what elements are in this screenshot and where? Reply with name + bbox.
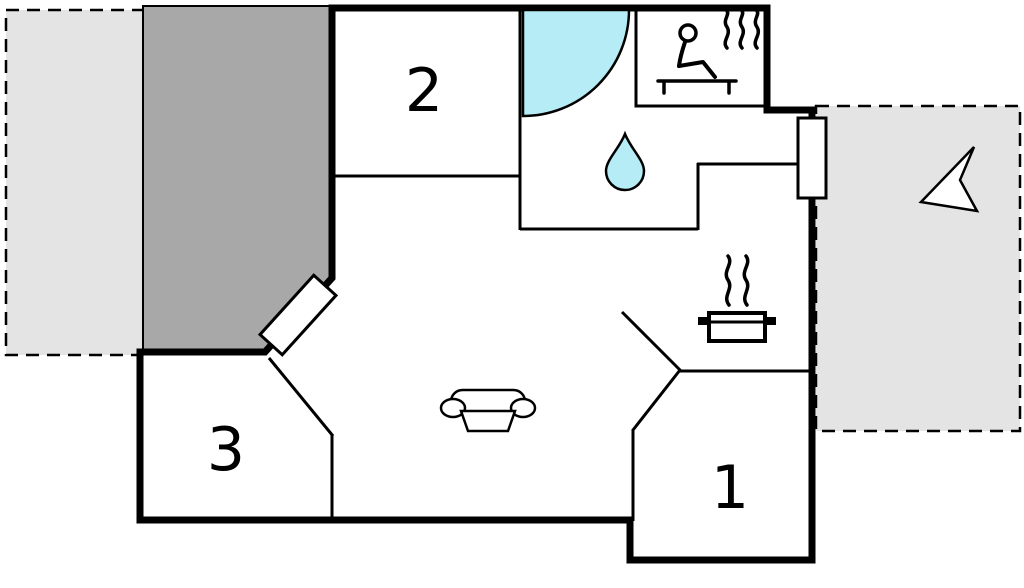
wall-room1-diagonal [631, 369, 682, 431]
pot-handle-left [698, 317, 709, 325]
stove-pot-icon [698, 311, 776, 343]
sauna-person-legs [677, 60, 717, 79]
sauna-person-icon [656, 23, 738, 95]
room-label-1: 1 [711, 453, 749, 523]
interior-walls [267, 8, 810, 521]
sofa-seat [459, 409, 517, 433]
wall-kitchen-diagonal [620, 310, 683, 373]
sofa-icon [439, 388, 537, 433]
terrace-left [4, 8, 146, 357]
room-label-3: 3 [207, 415, 245, 485]
sofa-armrest-left [439, 397, 467, 419]
sauna-person-head [678, 23, 698, 43]
sauna-room [634, 6, 769, 108]
pot-body [707, 311, 767, 343]
sofa-armrest-right [509, 397, 537, 419]
steam-icon [724, 254, 750, 307]
door-icon [257, 273, 339, 357]
water-drop-icon [604, 130, 646, 192]
room-label-2: 2 [405, 56, 443, 126]
wall-room3-diagonal [267, 357, 335, 437]
north-arrow-icon [918, 146, 980, 213]
terrace-right [814, 104, 1022, 433]
heat-waves-icon [723, 9, 761, 50]
pot-handle-right [765, 317, 776, 325]
shower-icon [521, 8, 631, 118]
sauna-bench [656, 79, 738, 95]
window-icon [796, 116, 828, 200]
